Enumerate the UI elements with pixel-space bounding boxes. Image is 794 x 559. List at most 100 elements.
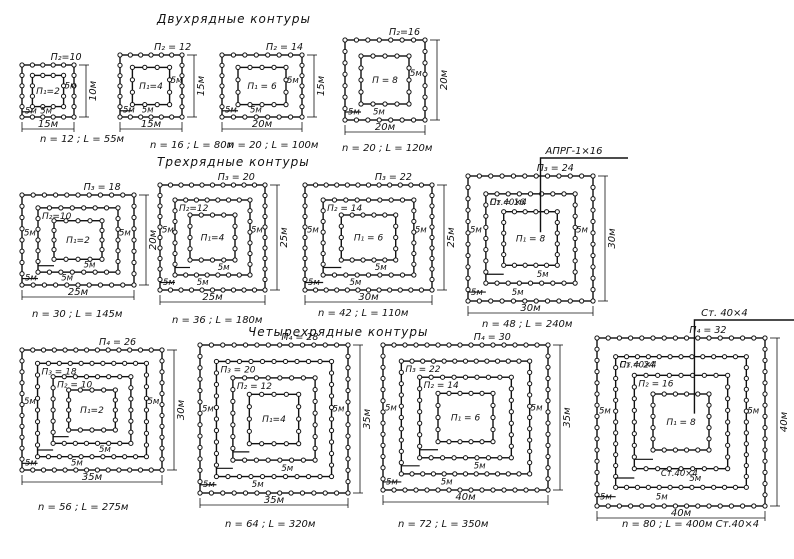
contour-4-electrode (594, 413, 600, 419)
contour-4-electrode (345, 353, 351, 359)
contour-2-electrode (94, 374, 101, 380)
contour-2-electrode (287, 52, 294, 58)
contour-2-electrode (230, 52, 237, 58)
contour-2-electrode (299, 93, 305, 99)
contour-3-electrode (527, 460, 533, 466)
contour-4-electrode (197, 444, 203, 451)
contour-3-electrode (465, 275, 471, 281)
contour-2-electrode (172, 261, 178, 267)
contour-2-electrode (725, 466, 731, 472)
contour-4-electrode (594, 346, 600, 352)
contour-3-electrode (302, 287, 308, 293)
diagram-caption: n = 80 ; L = 400м Ст.40×4 (622, 519, 759, 530)
contour-1-electrode (29, 104, 36, 110)
contour-1-electrode (501, 230, 507, 236)
contour-3-electrode (656, 484, 662, 490)
contour-2-electrode (247, 240, 253, 246)
contour-1-electrode (232, 246, 238, 252)
contour-3-electrode (259, 358, 266, 365)
diagram-caption: n = 30 ; L = 145м (32, 309, 123, 320)
contour-4-electrode (380, 375, 386, 382)
contour-2-electrode (725, 419, 731, 425)
contour-3-electrode (645, 484, 651, 490)
contour-4-electrode (740, 503, 746, 509)
contour-4-electrode (594, 391, 600, 397)
contour-2-electrode (103, 205, 110, 211)
contour-2-electrode (179, 114, 185, 120)
diagram-caption: n = 20 ; L = 100м (228, 140, 319, 151)
diagram-height-label: 35м (362, 408, 373, 429)
contour-1-electrode (271, 64, 277, 71)
contour-4-electrode (197, 479, 203, 485)
rod-count-label: П₁ = 6 (247, 82, 277, 92)
contour-3-electrode (213, 358, 220, 365)
contour-1-electrode (522, 209, 528, 215)
contour-2-electrode (713, 372, 719, 378)
contour-2-electrode (422, 105, 428, 112)
contour-3-electrode (157, 213, 163, 220)
contour-2-electrode (494, 191, 500, 197)
contour-1-electrode (511, 262, 518, 268)
contour-1-electrode (650, 402, 656, 408)
contour-1-electrode (29, 93, 36, 99)
contour-2-electrode (342, 37, 348, 43)
contour-2-electrode (725, 396, 731, 402)
contour-4-electrode (220, 342, 226, 348)
contour-2-electrode (353, 37, 360, 43)
rod-count-label: П₁ = 8 (516, 235, 546, 245)
contour-3-electrode (452, 358, 458, 364)
contour-1-electrode (435, 402, 441, 409)
contour-1-electrode (706, 391, 712, 397)
contour-4-electrode (334, 490, 340, 496)
contour-2-electrode (417, 397, 423, 403)
contour-2-electrode (117, 73, 123, 79)
contour-4-electrode (19, 456, 25, 462)
contour-2-electrode (172, 218, 178, 225)
contour-2-electrode (127, 52, 133, 58)
contour-1-electrode (129, 77, 135, 83)
contour-3-electrode (178, 182, 184, 188)
contour-4-electrode (197, 387, 203, 394)
contour-4-electrode (19, 423, 25, 429)
contour-1-electrode (232, 257, 238, 263)
contour-3-electrode (122, 454, 128, 460)
contour-1-electrode (457, 439, 463, 445)
contour-1-electrode (338, 212, 344, 218)
lead-label: АПРГ-1×16 (545, 146, 603, 157)
contour-3-electrode (120, 282, 126, 288)
contour-4-electrode (380, 353, 386, 359)
contour-3-electrode (236, 473, 243, 480)
contour-4-electrode (762, 425, 768, 431)
contour-1-electrode (142, 64, 148, 71)
contour-2-electrode (299, 114, 305, 120)
contour-1-electrode (511, 209, 518, 215)
contour-3-electrode (613, 397, 619, 403)
contour-2-electrode (342, 105, 348, 112)
contour-3-electrode (45, 454, 52, 460)
contour-2-electrode (179, 73, 185, 79)
contour-3-electrode (488, 298, 494, 304)
contour-1-electrode (672, 391, 679, 397)
contour-1-electrode (99, 237, 105, 243)
contour-3-electrode (387, 287, 393, 293)
contour-4-electrode (545, 487, 551, 493)
contour-3-electrode (188, 287, 195, 293)
contour-2-electrode (242, 114, 248, 120)
contour-2-electrode (300, 375, 306, 381)
contour-1-electrode (435, 414, 441, 421)
contour-2-electrode (230, 398, 236, 404)
contour-3-electrode (89, 360, 95, 366)
contour-4-electrode (751, 335, 757, 341)
contour-1-electrode (221, 212, 227, 218)
contour-3-electrode (199, 182, 205, 188)
contour-3-electrode (476, 298, 482, 304)
contour-3-electrode (494, 358, 501, 364)
contour-2-electrode (411, 272, 417, 278)
contour-2-electrode (128, 396, 134, 402)
contour-2-electrode (388, 272, 394, 278)
contour-2-electrode (439, 455, 446, 461)
contour-3-electrode (409, 358, 415, 364)
contour-3-electrode (131, 192, 137, 198)
